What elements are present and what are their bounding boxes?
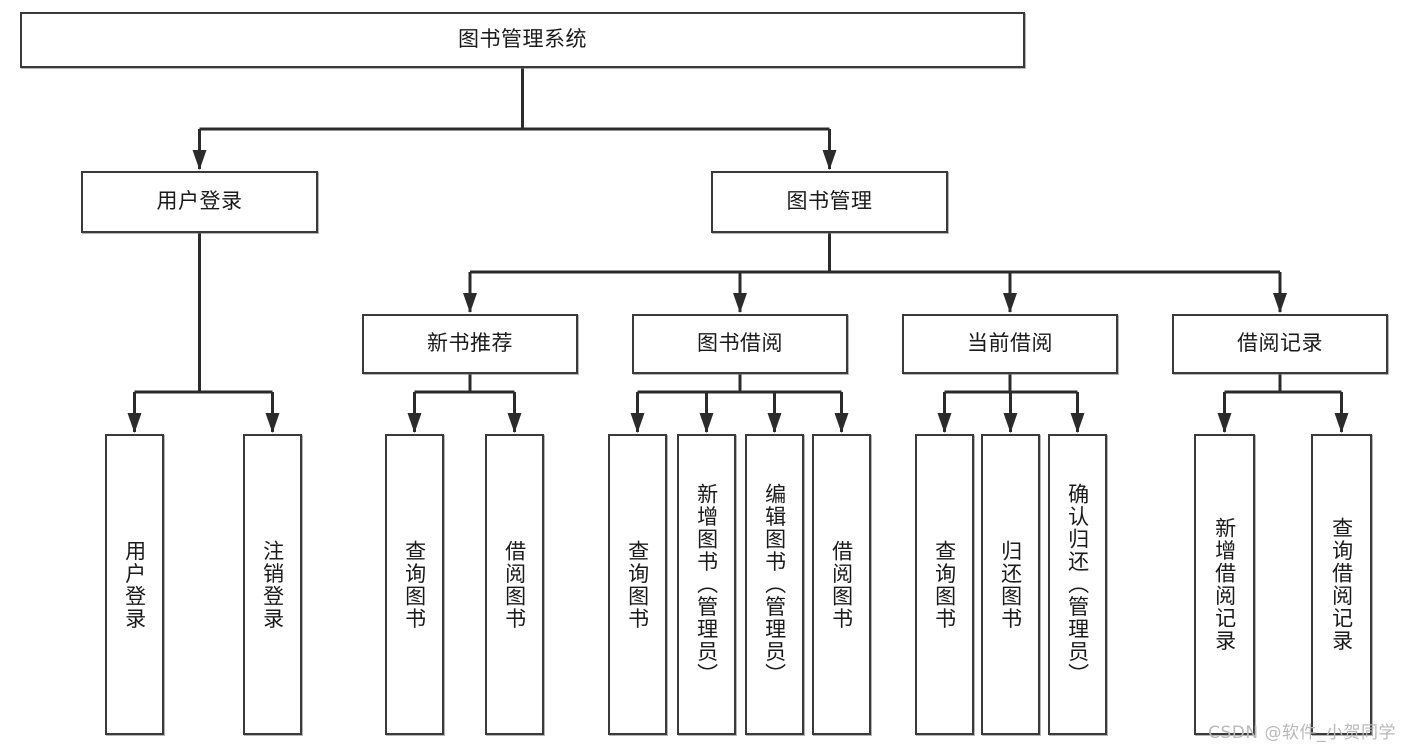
- connector-arrowhead: [127, 413, 142, 433]
- node-leaf-borrow-lend-book[interactable]: 借阅图书: [812, 434, 871, 735]
- node-label-current-borrow: 当前借阅: [967, 331, 1053, 356]
- node-leaf-user-login[interactable]: 用户登录: [105, 434, 164, 735]
- node-label-leaf-record-add: 新增借阅记录: [1212, 517, 1237, 652]
- node-leaf-borrow-add-book[interactable]: 新增图书（管理员）: [677, 434, 736, 735]
- node-label-leaf-borrow-query-book: 查询图书: [625, 539, 650, 630]
- node-current-borrow[interactable]: 当前借阅: [902, 314, 1118, 374]
- node-borrow-record[interactable]: 借阅记录: [1172, 314, 1388, 374]
- csdn-watermark: CSDN @软件_小贺同学: [1208, 723, 1396, 743]
- node-label-book-borrow: 图书借阅: [697, 331, 783, 356]
- node-leaf-borrow-query-book[interactable]: 查询图书: [608, 434, 667, 735]
- node-label-leaf-user-login: 用户登录: [122, 539, 147, 630]
- connector-arrowhead: [1070, 413, 1085, 433]
- connector-arrowhead: [1273, 293, 1287, 313]
- node-label-book-manage: 图书管理: [786, 189, 873, 214]
- node-label-leaf-rec-query-book: 查询图书: [402, 539, 427, 630]
- node-leaf-current-query-book[interactable]: 查询图书: [915, 434, 974, 735]
- node-label-leaf-current-query-book: 查询图书: [932, 539, 957, 630]
- connector-arrowhead: [507, 413, 522, 433]
- connector-arrowhead: [192, 150, 207, 170]
- connector-arrowhead: [834, 413, 849, 433]
- connector-arrowhead: [937, 413, 952, 433]
- node-label-new-book-rec: 新书推荐: [427, 331, 513, 356]
- connector-arrowhead: [733, 293, 747, 313]
- node-leaf-rec-query-book[interactable]: 查询图书: [385, 434, 444, 735]
- node-label-leaf-rec-borrow-book: 借阅图书: [502, 539, 527, 630]
- node-label-leaf-borrow-edit-book: 编辑图书（管理员）: [762, 483, 787, 686]
- node-leaf-record-add[interactable]: 新增借阅记录: [1194, 434, 1255, 735]
- node-leaf-user-logout[interactable]: 注销登录: [243, 434, 302, 735]
- connector-arrowhead: [463, 293, 477, 313]
- node-label-user-login: 用户登录: [156, 189, 243, 214]
- node-book-manage[interactable]: 图书管理: [711, 171, 948, 233]
- node-label-leaf-current-return-book: 归还图书: [998, 539, 1023, 630]
- node-leaf-current-return-book[interactable]: 归还图书: [981, 434, 1040, 735]
- connector-arrowhead: [822, 150, 837, 170]
- node-label-leaf-user-logout: 注销登录: [260, 539, 285, 630]
- node-label-borrow-record: 借阅记录: [1237, 331, 1323, 356]
- connector-arrowhead: [1334, 413, 1349, 433]
- node-book-borrow[interactable]: 图书借阅: [632, 314, 848, 374]
- connector-arrowhead: [699, 413, 714, 433]
- node-label-leaf-current-confirm-return: 确认归还（管理员）: [1065, 483, 1090, 686]
- node-leaf-record-query[interactable]: 查询借阅记录: [1311, 434, 1372, 735]
- connector-arrowhead: [1003, 293, 1017, 313]
- connector-arrowhead: [767, 413, 782, 433]
- node-root[interactable]: 图书管理系统: [20, 12, 1025, 68]
- node-label-root: 图书管理系统: [458, 27, 587, 52]
- node-user-login[interactable]: 用户登录: [81, 171, 318, 233]
- connector-arrowhead: [630, 413, 645, 433]
- connector-arrowhead: [265, 413, 280, 433]
- node-new-book-rec[interactable]: 新书推荐: [362, 314, 578, 374]
- connector-arrowhead: [1003, 413, 1018, 433]
- node-label-leaf-borrow-lend-book: 借阅图书: [829, 539, 854, 630]
- node-label-leaf-borrow-add-book: 新增图书（管理员）: [694, 483, 719, 686]
- connector-arrowhead: [1217, 413, 1232, 433]
- node-label-leaf-record-query: 查询借阅记录: [1329, 517, 1354, 652]
- connector-arrowhead: [407, 413, 422, 433]
- node-leaf-rec-borrow-book[interactable]: 借阅图书: [485, 434, 544, 735]
- node-leaf-borrow-edit-book[interactable]: 编辑图书（管理员）: [745, 434, 804, 735]
- node-leaf-current-confirm-return[interactable]: 确认归还（管理员）: [1048, 434, 1107, 735]
